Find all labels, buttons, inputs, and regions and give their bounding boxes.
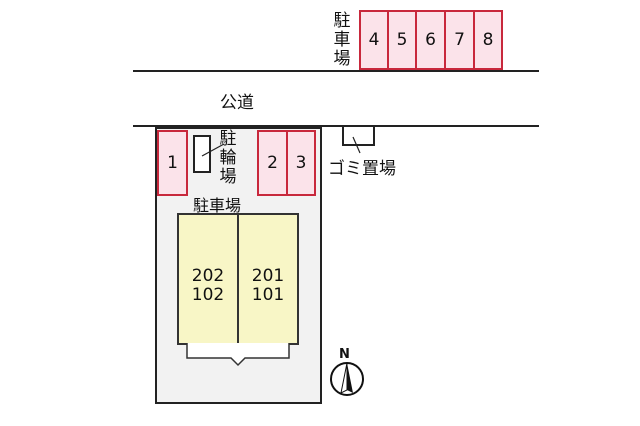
parking-space-8: 8 [473, 10, 503, 70]
leader-line-icon [352, 136, 361, 154]
parking-space-7: 7 [444, 10, 475, 70]
parking-space-2: 2 [257, 130, 288, 196]
road-label: 公道 [220, 93, 254, 113]
unit-number: 101 [251, 285, 285, 305]
parking-space-5: 5 [387, 10, 417, 70]
char: 駐 [219, 129, 237, 149]
road-edge-bottom [133, 125, 539, 127]
char: 車 [333, 30, 351, 50]
parking-space-6: 6 [415, 10, 446, 70]
unit-left-numbers: 202 102 [177, 267, 239, 305]
bicycle-parking-box [193, 135, 211, 173]
unit-right [237, 213, 299, 345]
char: 場 [333, 49, 351, 69]
space-number: 5 [396, 30, 408, 50]
top-parking-label: 駐 車 場 [332, 12, 352, 69]
space-number: 1 [167, 153, 178, 173]
bicycle-parking-label: 駐 輪 場 [218, 130, 238, 187]
leader-line-icon [201, 143, 225, 157]
space-number: 3 [295, 153, 307, 173]
space-number: 8 [482, 30, 494, 50]
garbage-label: ゴミ置場 [328, 159, 396, 179]
space-number: 6 [425, 30, 436, 50]
unit-number: 202 [191, 266, 225, 286]
compass-icon [330, 362, 364, 396]
space-number: 7 [454, 30, 465, 50]
parking-space-3: 3 [286, 130, 316, 196]
unit-number: 102 [191, 285, 225, 305]
space-number: 4 [368, 30, 380, 50]
char: 輪 [219, 148, 237, 168]
parking-space-1: 1 [157, 130, 188, 196]
garbage-area-box [342, 127, 375, 146]
char: 場 [219, 167, 237, 187]
lot-parking-label: 駐車場 [193, 196, 242, 215]
compass-north-label: N [339, 347, 350, 362]
entrance-porch-icon [186, 343, 290, 367]
road-edge-top [133, 70, 539, 72]
char: 駐 [333, 11, 351, 31]
unit-right-numbers: 201 101 [237, 267, 299, 305]
parking-space-4: 4 [359, 10, 389, 70]
unit-number: 201 [251, 266, 285, 286]
space-number: 2 [267, 153, 278, 173]
